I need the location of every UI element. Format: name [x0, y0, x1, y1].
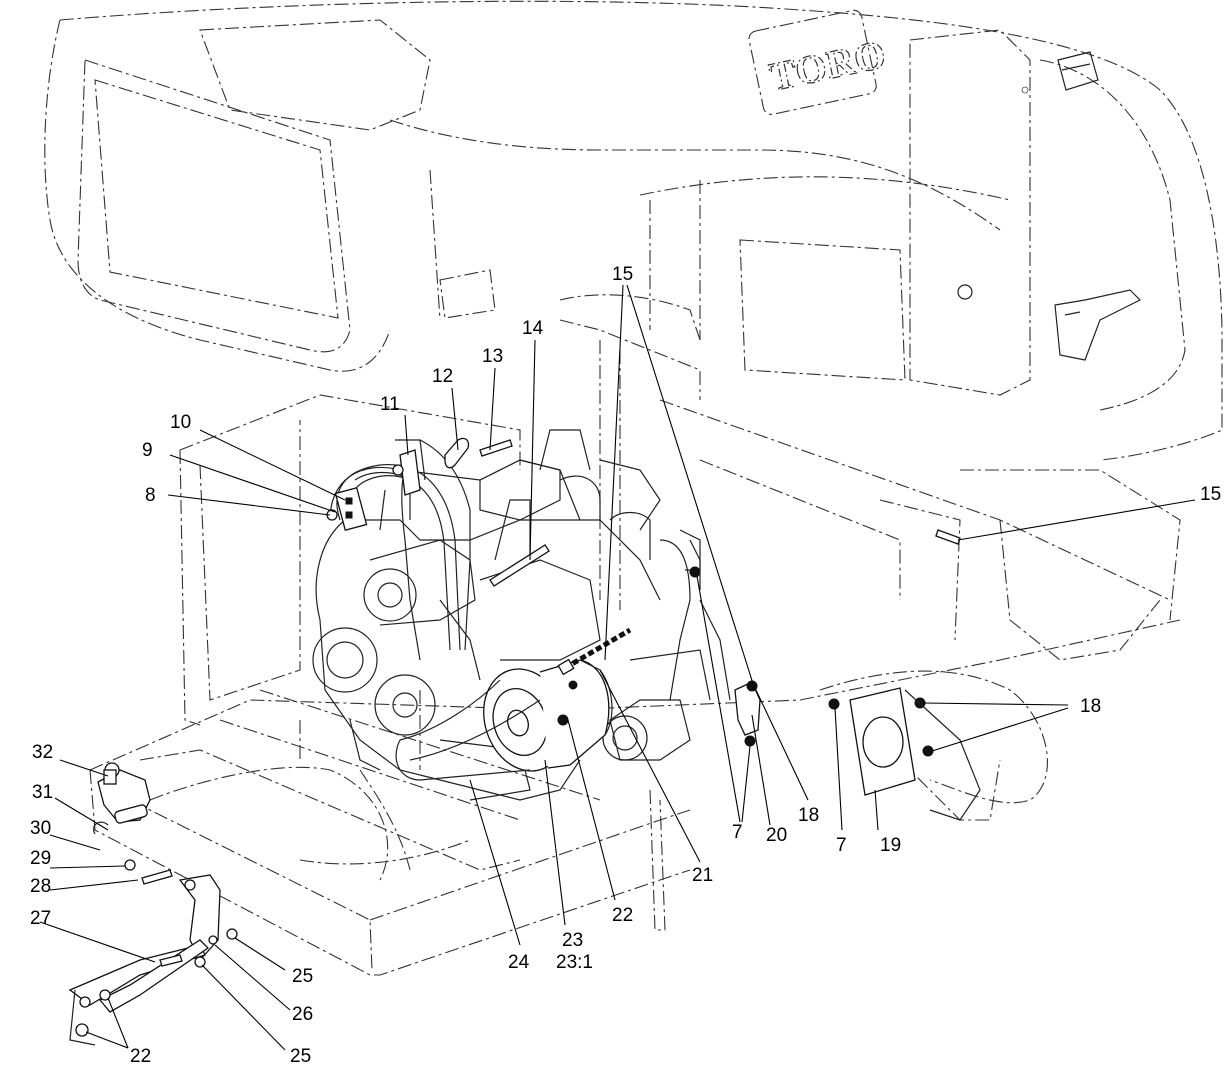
frame-outline [89, 294, 1181, 976]
callout-11: 11 [380, 394, 400, 415]
callout-18-middle: 18 [798, 805, 819, 826]
callout-29: 29 [30, 848, 51, 869]
callout-31: 31 [32, 782, 53, 803]
callout-18-right: 18 [1080, 696, 1101, 717]
callout-30: 30 [30, 818, 51, 839]
callout-28: 28 [30, 876, 51, 897]
callout-20: 20 [766, 825, 787, 846]
callout-32: 32 [32, 742, 53, 763]
callout-22-middle: 22 [612, 905, 633, 926]
callout-12: 12 [432, 366, 453, 387]
callout-8: 8 [145, 485, 156, 506]
callout-23: 23 [562, 930, 583, 951]
callout-13: 13 [482, 346, 503, 367]
callout-7-right: 7 [836, 835, 847, 856]
callout-15-right: 15 [1200, 484, 1221, 505]
callout-10: 10 [170, 412, 191, 433]
callout-27: 27 [30, 908, 51, 929]
upper-brackets [326, 437, 550, 587]
callout-25-lower: 25 [290, 1046, 311, 1067]
belt [395, 679, 541, 781]
hood-hinges [957, 51, 1142, 361]
part-21-shaft [557, 627, 632, 676]
lower-left-bracket [68, 762, 238, 1046]
callout-19: 19 [880, 835, 901, 856]
toro-logo: TORO [748, 9, 890, 115]
compressor [483, 659, 613, 772]
callout-9: 9 [142, 440, 153, 461]
callout-25-upper: 25 [292, 966, 313, 987]
side-brackets [689, 539, 761, 747]
callout-24: 24 [508, 952, 530, 973]
part-19-plate [828, 687, 981, 821]
callout-15-top: 15 [612, 264, 633, 285]
callouts: 15 14 13 12 11 10 9 8 15 18 18 7 7 19 20… [30, 264, 1221, 1067]
callout-14: 14 [522, 318, 544, 339]
callout-21: 21 [692, 865, 713, 886]
toro-logo-text: TORO [766, 31, 890, 99]
callout-7-middle: 7 [732, 822, 743, 843]
hood-outline [44, 0, 1223, 461]
callout-23-1: 23:1 [556, 952, 593, 973]
leader-lines [39, 284, 1196, 1051]
part-15-rod [935, 529, 961, 545]
callout-26: 26 [292, 1004, 313, 1025]
callout-22-lower: 22 [130, 1046, 151, 1067]
